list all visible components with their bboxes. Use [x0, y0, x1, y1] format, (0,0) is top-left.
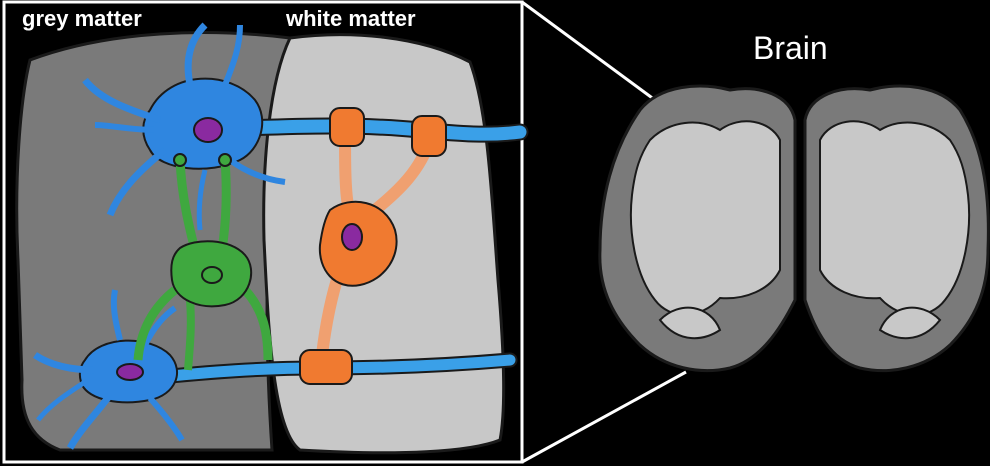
- white-matter-label: white matter: [286, 6, 416, 32]
- neuron-lower-nucleus: [117, 364, 143, 380]
- zoom-line-top: [522, 2, 655, 100]
- myelin-sheath-2: [412, 116, 446, 156]
- astrocyte-nucleus: [202, 267, 222, 283]
- zoom-line-bottom: [522, 372, 686, 462]
- myelin-sheath-1: [330, 108, 364, 146]
- grey-matter-label: grey matter: [22, 6, 142, 32]
- neuron-upper-nucleus: [194, 118, 222, 142]
- oligodendrocyte-nucleus: [342, 224, 362, 250]
- brain-left-white-matter: [631, 121, 780, 314]
- brain-section-icon: [600, 86, 989, 371]
- myelin-sheath-3: [300, 350, 352, 384]
- brain-right-white-matter: [820, 121, 969, 314]
- brain-label: Brain: [753, 30, 828, 67]
